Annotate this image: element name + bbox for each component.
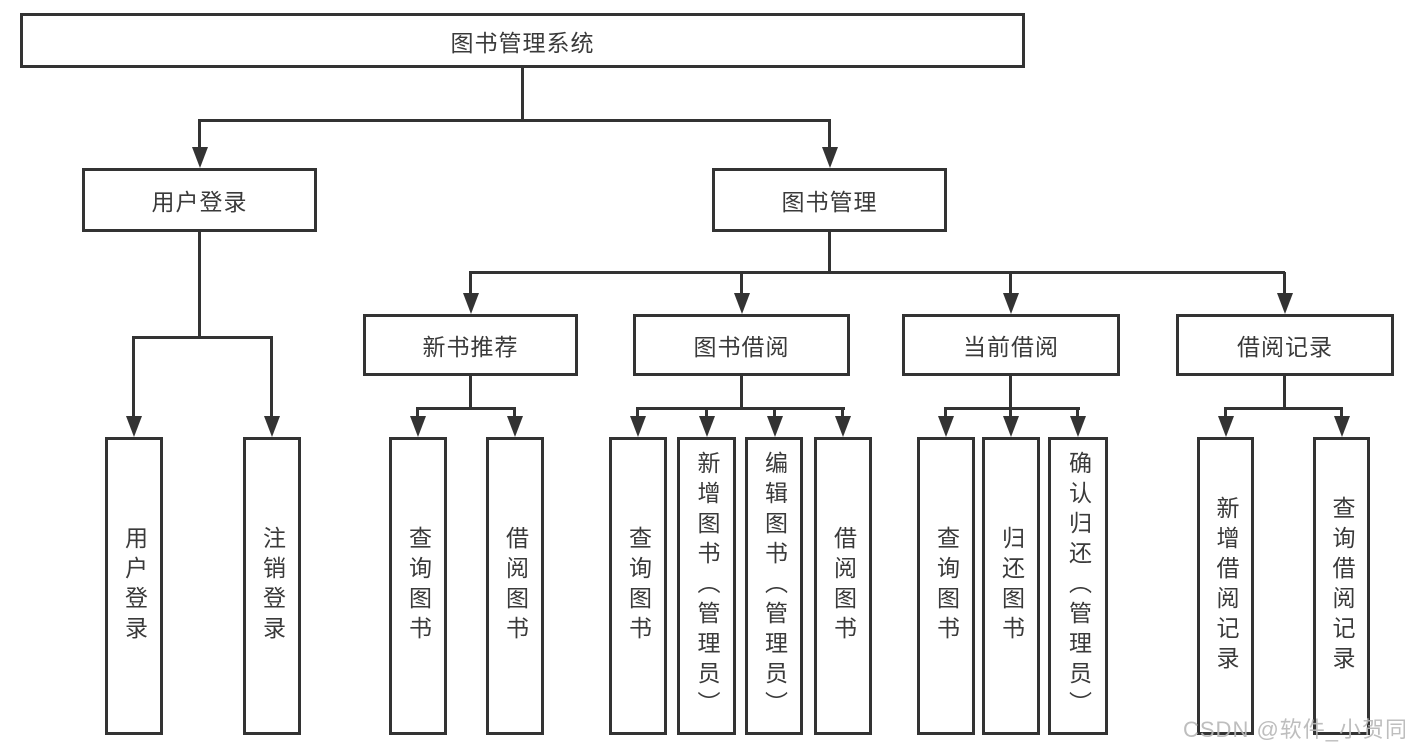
connector-mgmt-branch: [469, 271, 1285, 274]
node-current-borrow: 当前借阅: [902, 314, 1120, 376]
connector-book-borrow-stem: [740, 376, 743, 410]
connector-root-stem: [521, 68, 524, 122]
arrow-book-borrow-child-2: [766, 408, 783, 437]
connector-book-borrow-branch: [636, 407, 845, 410]
node-new-books-label: 新书推荐: [422, 334, 519, 360]
leaf-label: 新增图书（管理员）: [694, 451, 720, 721]
watermark: CSDN @软件_小贺同学: [1183, 717, 1405, 742]
leaf-user-login: 用户登录: [105, 437, 163, 735]
node-book-mgmt-label: 图书管理: [781, 189, 878, 215]
arrow-to-book-mgmt: [821, 120, 838, 168]
node-book-borrow: 图书借阅: [633, 314, 850, 376]
leaf-records-query: 查询借阅记录: [1313, 437, 1370, 735]
connector-current-borrow-stem: [1009, 376, 1012, 410]
leaf-label: 借阅图书: [830, 526, 857, 646]
leaf-label: 查询图书: [933, 526, 960, 646]
connector-root-branch: [198, 119, 831, 122]
leaf-new-books-query: 查询图书: [389, 437, 447, 735]
node-root-system: 图书管理系统: [20, 13, 1025, 68]
node-new-books: 新书推荐: [363, 314, 578, 376]
leaf-label: 归还图书: [998, 526, 1025, 646]
leaf-label: 查询图书: [625, 526, 652, 646]
arrow-to-current-borrow: [1002, 272, 1019, 314]
arrow-to-new-books: [462, 272, 479, 314]
connector-current-borrow-branch: [944, 407, 1080, 410]
connector-new-books-stem: [469, 376, 472, 410]
leaf-book-borrow-edit-admin: 编辑图书（管理员）: [745, 437, 803, 735]
node-root-label: 图书管理系统: [450, 29, 595, 56]
arrow-book-borrow-child-0: [629, 408, 646, 437]
arrow-new-books-child-1: [506, 408, 523, 437]
leaf-logout: 注销登录: [243, 437, 301, 735]
connector-login-branch: [132, 336, 273, 339]
arrow-book-borrow-child-1: [698, 408, 715, 437]
node-current-borrow-label: 当前借阅: [963, 334, 1059, 360]
leaf-label: 借阅图书: [502, 526, 529, 646]
arrow-borrow-records-child-0: [1217, 408, 1234, 437]
leaf-book-borrow-borrow: 借阅图书: [814, 437, 872, 735]
node-book-mgmt: 图书管理: [712, 168, 947, 232]
node-user-login: 用户登录: [82, 168, 317, 232]
leaf-current-borrow-return: 归还图书: [982, 437, 1040, 735]
arrow-new-books-child-0: [409, 408, 426, 437]
leaf-book-borrow-query: 查询图书: [609, 437, 667, 735]
arrow-current-borrow-child-2: [1069, 408, 1086, 437]
arrow-to-book-borrow: [733, 272, 750, 314]
connector-mgmt-stem: [828, 232, 831, 274]
leaf-label: 新增借阅记录: [1213, 496, 1239, 676]
arrow-to-borrow-records: [1276, 272, 1293, 314]
arrow-to-leaf-user-login: [125, 337, 142, 437]
leaf-label: 查询借阅记录: [1329, 496, 1355, 676]
arrow-current-borrow-child-0: [937, 408, 954, 437]
leaf-user-login-label: 用户登录: [121, 526, 148, 646]
leaf-label: 查询图书: [405, 526, 432, 646]
leaf-records-add: 新增借阅记录: [1197, 437, 1254, 735]
leaf-new-books-borrow: 借阅图书: [486, 437, 544, 735]
node-borrow-records-label: 借阅记录: [1237, 334, 1333, 360]
leaf-current-borrow-confirm-admin: 确认归还（管理员）: [1048, 437, 1108, 735]
connector-login-stem: [198, 232, 201, 339]
arrow-current-borrow-child-1: [1002, 408, 1019, 437]
leaf-label: 编辑图书（管理员）: [761, 451, 788, 721]
leaf-label: 确认归还（管理员）: [1065, 451, 1092, 721]
leaf-book-borrow-add-admin: 新增图书（管理员）: [677, 437, 736, 735]
connector-borrow-records-branch: [1224, 407, 1343, 410]
arrow-to-user-login: [191, 120, 208, 168]
arrow-book-borrow-child-3: [834, 408, 851, 437]
leaf-current-borrow-query: 查询图书: [917, 437, 975, 735]
connector-new-books-branch: [416, 407, 516, 410]
node-book-borrow-label: 图书借阅: [693, 334, 790, 360]
node-user-login-label: 用户登录: [151, 189, 248, 215]
connector-borrow-records-stem: [1283, 376, 1286, 410]
arrow-to-leaf-logout: [263, 337, 280, 437]
node-borrow-records: 借阅记录: [1176, 314, 1394, 376]
arrow-borrow-records-child-1: [1333, 408, 1350, 437]
leaf-logout-label: 注销登录: [259, 526, 286, 646]
